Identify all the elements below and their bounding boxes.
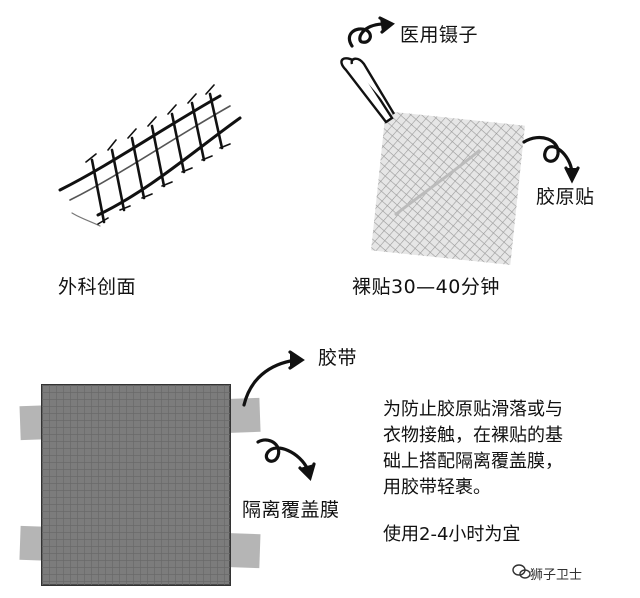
tape-label: 胶带: [318, 347, 358, 369]
note-line: 衣物接触，在裸贴的基: [383, 425, 563, 446]
collagen-patch-drawing: [371, 111, 525, 265]
tweezers-label: 医用镊子: [400, 24, 479, 46]
note-line: 础上搭配隔离覆盖膜，: [383, 451, 563, 472]
wechat-icon: [512, 564, 531, 579]
watermark-text: 狮子卫士: [530, 568, 583, 583]
tweezers-drawing: [340, 57, 396, 124]
arrow-to-film: [256, 438, 316, 482]
bare-patch-caption: 裸贴30—40分钟: [352, 276, 500, 298]
note-line: 用胶带轻裹。: [383, 477, 491, 498]
dressing-drawing: [19, 384, 261, 586]
watermark: 狮子卫士: [530, 564, 582, 583]
arrow-to-patch: [522, 136, 580, 184]
surgical-wound-drawing: [58, 84, 242, 227]
note-line: 为防止胶原贴滑落或与: [383, 399, 563, 420]
arrow-to-tape: [242, 350, 305, 407]
wound-caption: 外科创面: [58, 276, 137, 298]
film-label: 隔离覆盖膜: [242, 499, 340, 521]
patch-label: 胶原贴: [536, 186, 595, 208]
duration-note: 使用2-4小时为宜: [383, 524, 521, 545]
instruction-note: 为防止胶原贴滑落或与 衣物接触，在裸贴的基 础上搭配隔离覆盖膜， 用胶带轻裹。: [383, 397, 633, 501]
arrow-to-tweezers: [347, 16, 395, 48]
